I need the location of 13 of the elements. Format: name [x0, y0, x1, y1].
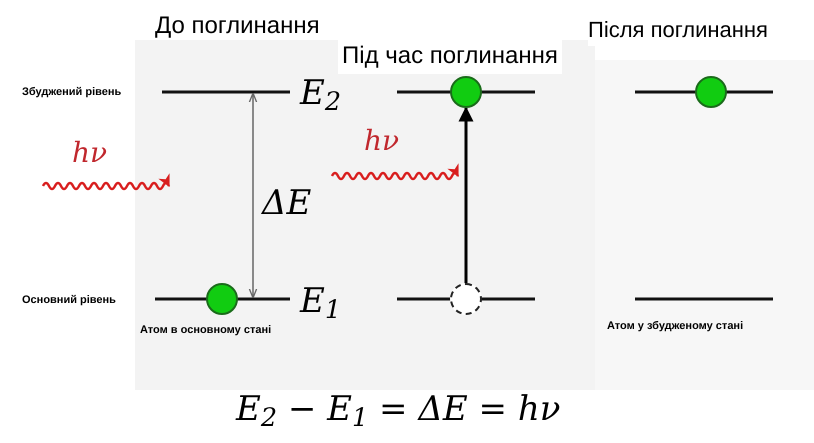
state-caption: Атом у збудженому стані: [607, 319, 744, 334]
photon-energy: hν: [364, 123, 400, 159]
energy-symbol: E$_{1}$: [300, 280, 342, 327]
panel-title: Під час поглинання: [338, 38, 562, 74]
energy-difference: ΔE: [262, 182, 312, 225]
state-caption: Атом в основному стані: [140, 323, 272, 338]
transition-arrow: [458, 106, 474, 283]
level-label: Збуджений рівень: [22, 85, 122, 100]
energy-symbol: E$_{2}$: [300, 72, 342, 119]
level-label: Основний рівень: [22, 293, 116, 308]
photon-energy: hν: [72, 135, 108, 171]
panel-title: До поглинання: [155, 11, 320, 41]
energy-formula: E$_{2}$ − E$_{1}$ = ΔE = hν: [236, 388, 560, 435]
